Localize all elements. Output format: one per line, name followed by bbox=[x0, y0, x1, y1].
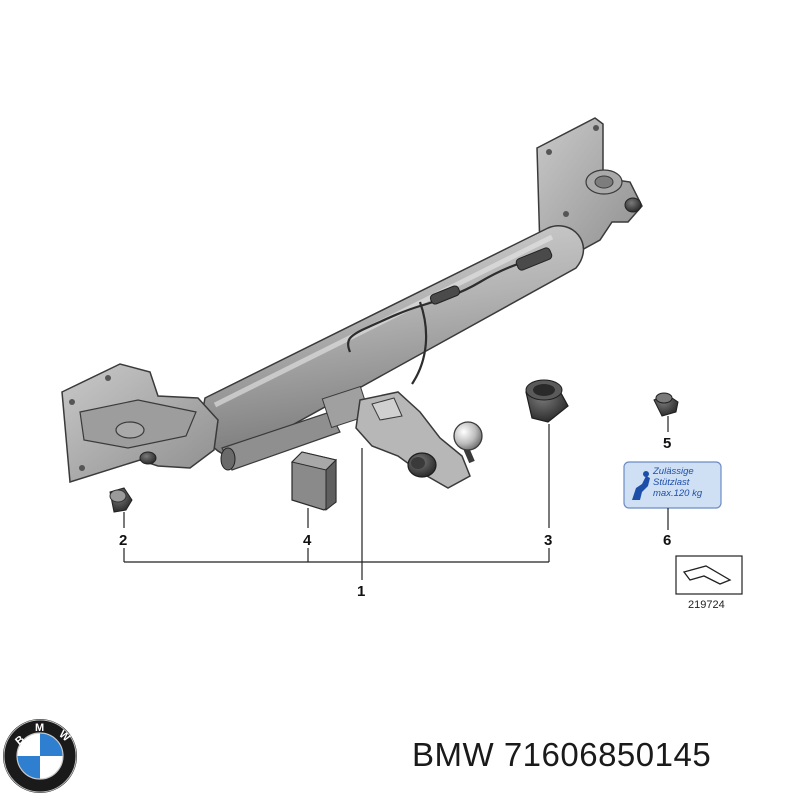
callout-6: 6 bbox=[663, 532, 671, 549]
arrow-icon bbox=[682, 565, 732, 585]
label-line-2: Stützlast bbox=[653, 477, 690, 488]
svg-text:M: M bbox=[35, 722, 44, 734]
reference-box: 219724 bbox=[675, 555, 743, 611]
callout-2: 2 bbox=[119, 532, 127, 549]
part-5-cap bbox=[653, 392, 679, 417]
callout-4: 4 bbox=[303, 532, 312, 549]
wiring-harness bbox=[346, 256, 541, 385]
callout-3: 3 bbox=[544, 532, 552, 549]
part-3-socket bbox=[525, 379, 569, 423]
tow-ball bbox=[453, 421, 483, 451]
part-4-control-module bbox=[291, 451, 337, 512]
part-2-rubber-buffer bbox=[109, 487, 133, 513]
leader-lines bbox=[123, 416, 669, 580]
left-mounting-bracket bbox=[61, 363, 219, 483]
callout-5: 5 bbox=[663, 435, 671, 452]
part-6-load-label: Zulässige Stützlast max.120 kg bbox=[623, 461, 722, 509]
callout-1: 1 bbox=[357, 583, 365, 600]
towbar-symbol-icon bbox=[632, 476, 650, 500]
arm-socket bbox=[407, 452, 437, 478]
tow-bar-assembly bbox=[61, 117, 643, 489]
label-line-1: Zulässige bbox=[652, 466, 694, 477]
part-number-caption: BMW 71606850145 bbox=[412, 736, 712, 773]
reference-number: 219724 bbox=[688, 599, 725, 611]
label-line-3: max.120 kg bbox=[653, 488, 703, 499]
bmw-logo: B M W bbox=[3, 719, 77, 793]
